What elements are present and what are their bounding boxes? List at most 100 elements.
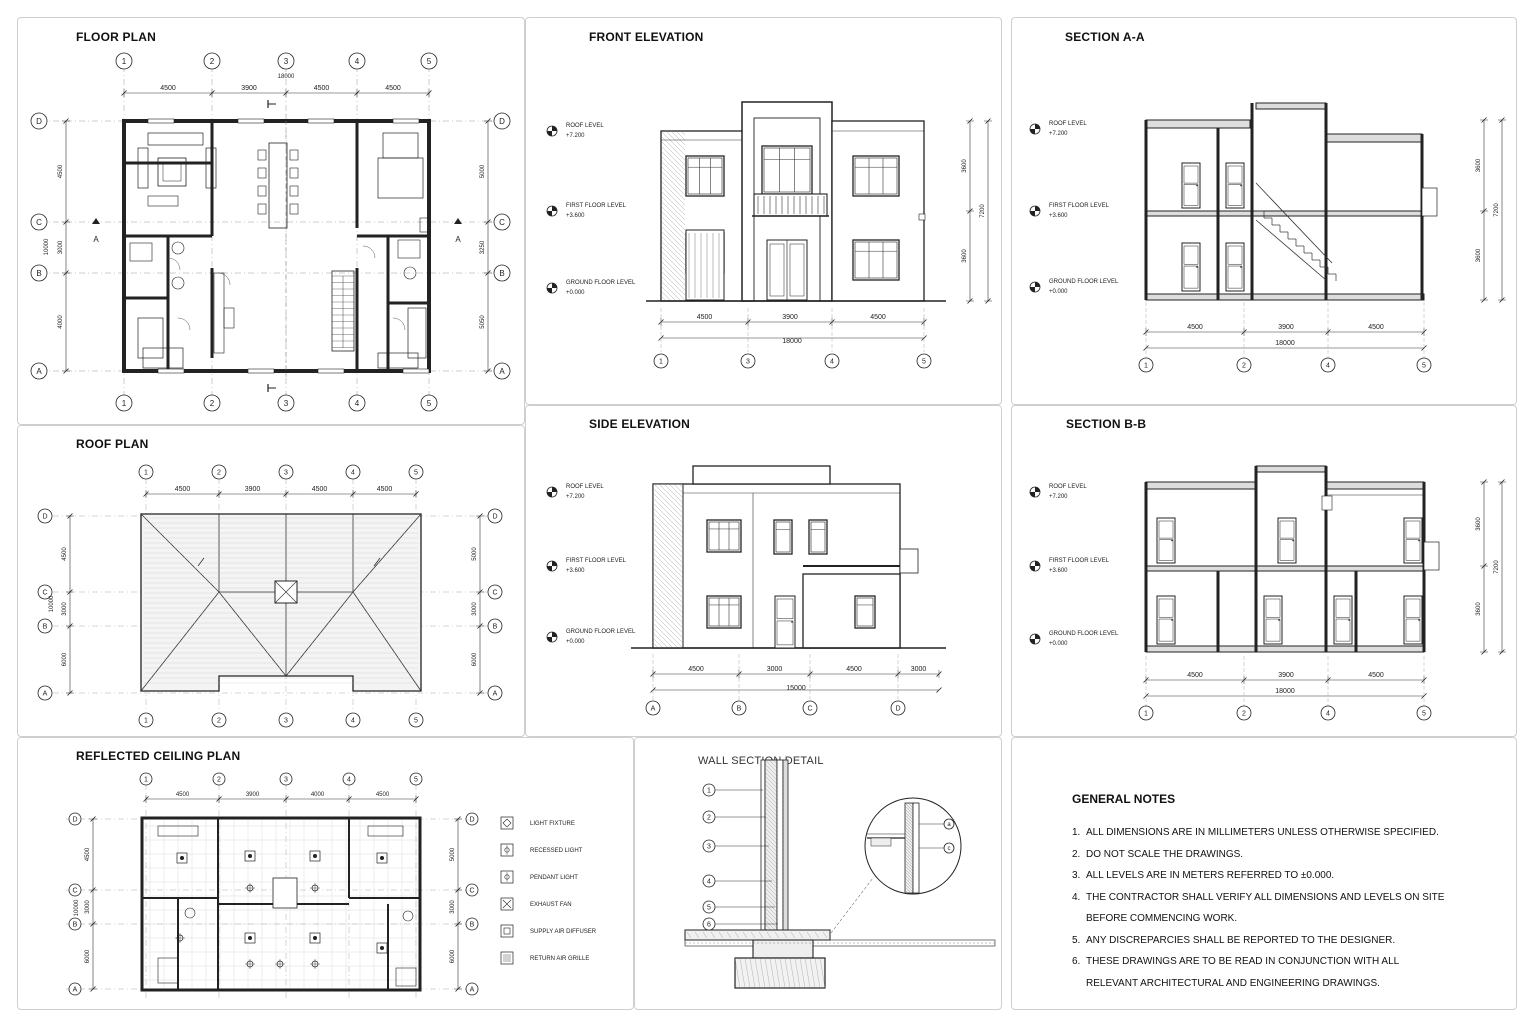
dimension-label: 4500 <box>697 314 713 321</box>
slab-aggregate <box>766 931 772 939</box>
dining-chair <box>257 185 267 197</box>
hatch-line <box>764 871 778 885</box>
grid-bubble <box>493 264 511 282</box>
hatch-line <box>652 522 684 554</box>
grid-bubble <box>138 464 154 480</box>
door-panel <box>1227 245 1243 265</box>
side-brick-strip <box>652 483 684 649</box>
overall-dimension-label: 15000 <box>786 685 806 692</box>
legend-label: PENDANT LIGHT <box>530 875 578 881</box>
legend-label: RECESSED LIGHT <box>530 848 583 854</box>
dimension-label: 3000 <box>85 900 91 914</box>
hatch-line <box>904 802 914 812</box>
grid-bubble <box>802 700 818 716</box>
legend-label: RETURN AIR GRILLE <box>530 956 589 962</box>
dim-tick <box>936 687 942 693</box>
grid-bubble-label: 1 <box>122 399 127 408</box>
window-frame <box>856 597 874 627</box>
detail-wall <box>904 802 914 894</box>
balcony-railing <box>753 193 828 217</box>
hatch-line <box>652 532 684 564</box>
window-frame <box>775 521 791 553</box>
level-symbol-fill <box>1030 487 1040 497</box>
grid-bubble-label: D <box>36 117 42 126</box>
grid-bubble <box>740 353 756 369</box>
hatch-line <box>660 190 686 216</box>
rcp-title: REFLECTED CEILING PLAN <box>76 749 241 763</box>
dining-chair <box>257 149 267 161</box>
grid-bubble-label: 1 <box>1144 363 1148 370</box>
grid-bubble <box>37 618 53 634</box>
dimension-label: 4500 <box>160 85 176 92</box>
hatch-line <box>665 130 686 151</box>
hatch-line <box>764 815 778 829</box>
grid-bubble-label: 3 <box>707 844 711 851</box>
grid-bubble-label: 5 <box>707 905 711 912</box>
legend-line <box>502 899 512 909</box>
vent <box>1321 495 1333 511</box>
roof-slab <box>1145 119 1251 129</box>
grid-bubble <box>890 700 906 716</box>
bed-outline <box>395 967 417 987</box>
floor-plan-title: FLOOR PLAN <box>76 30 156 44</box>
level-name: FIRST FLOOR LEVEL <box>1049 558 1110 564</box>
dimension-label: 5000 <box>480 164 486 178</box>
footing-hatch <box>734 957 741 989</box>
slab-aggregate <box>694 931 700 939</box>
hatch-line <box>904 883 914 893</box>
hatch-line <box>652 592 684 624</box>
roof-slab <box>1325 481 1425 490</box>
footing-hatch <box>809 957 816 989</box>
roof-slab <box>1145 481 1257 490</box>
door-swing <box>392 317 406 331</box>
note-number: 5. <box>1072 934 1081 946</box>
dimension-label: 4500 <box>58 164 64 178</box>
slab-aggregate <box>774 931 780 939</box>
wall-cladding <box>782 759 789 941</box>
hatch-line <box>764 847 778 861</box>
kitchen-island <box>223 307 235 329</box>
grid-bubble <box>1138 705 1154 721</box>
grid-bubble-label: D <box>492 514 497 521</box>
door <box>1181 162 1201 209</box>
level-value: +0.000 <box>1049 641 1068 647</box>
legend-swatch <box>500 816 514 830</box>
footing-hatch <box>749 957 756 989</box>
detail-hatch <box>904 802 914 894</box>
roof-slab <box>1255 465 1327 473</box>
hatch-line <box>904 820 914 830</box>
grid-bubble <box>408 464 424 480</box>
dimension-label: 4500 <box>688 666 704 673</box>
hatch-line <box>652 597 684 629</box>
dimension-label: 4500 <box>376 792 390 798</box>
ground-slab <box>1145 293 1425 301</box>
hatch-line <box>904 838 914 848</box>
grid-bubble-label: C <box>499 218 505 227</box>
grid-bubble-label: 2 <box>1242 711 1246 718</box>
window <box>854 595 876 629</box>
dimension-label: 3600 <box>1476 248 1482 262</box>
grid-bubble <box>203 52 221 70</box>
exhaust-fan-icon <box>402 910 414 922</box>
grid-bubble <box>30 362 48 380</box>
note-number: 4. <box>1072 891 1081 903</box>
door-panel <box>1279 539 1295 561</box>
grid-bubble-label: A <box>493 691 498 698</box>
rcp-outline <box>140 816 422 992</box>
dimension-label: 4500 <box>85 847 91 861</box>
hatch-line <box>764 891 778 905</box>
hatch-line <box>652 627 674 649</box>
level-value: +3.600 <box>566 568 585 574</box>
grid-bubble-label: A <box>36 367 42 376</box>
slab-aggregate <box>790 931 796 939</box>
level-name: ROOF LEVEL <box>1049 121 1087 127</box>
light-fixture-dot <box>380 856 384 860</box>
grid-bubble <box>37 508 53 524</box>
grid-bubble-label: 3 <box>284 470 288 477</box>
door-panel <box>1227 184 1243 206</box>
dimension-label: 3000 <box>911 666 927 673</box>
door <box>1277 517 1297 564</box>
light-fixture-dot <box>248 854 252 858</box>
grid-bubble-label: 3 <box>284 57 289 66</box>
